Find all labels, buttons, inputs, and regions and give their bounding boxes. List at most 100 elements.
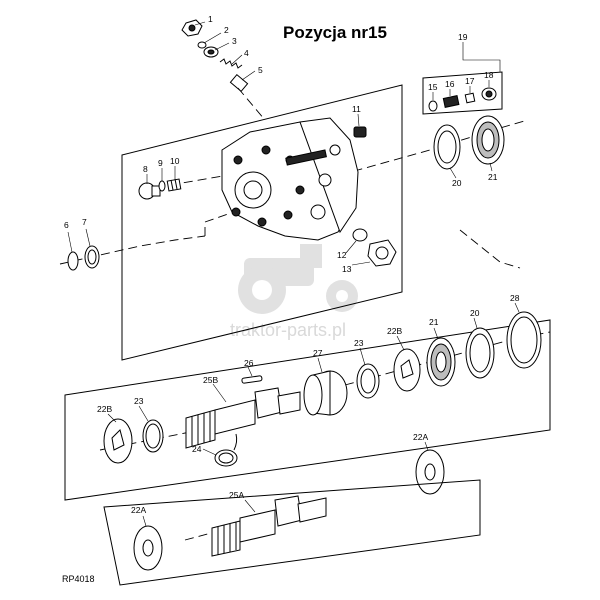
axis-line-step [204, 213, 229, 236]
leader-24 [202, 448, 217, 456]
leader-22b-right [396, 335, 405, 351]
callout-22a-left: 22A [131, 505, 146, 515]
callout-25a: 25A [229, 490, 244, 500]
part-25b-drive-shaft [185, 387, 301, 449]
callout-3: 3 [232, 36, 237, 46]
leader-6 [67, 231, 73, 253]
part-20-bearing-cup-lower [465, 327, 495, 379]
callout-4: 4 [244, 48, 249, 58]
leader-7 [85, 228, 91, 247]
leader-25a [244, 499, 256, 513]
part-21-bearing-cone-lower [426, 337, 456, 387]
watermark-text: traktor-parts.pl [230, 320, 346, 340]
drawing-code: RP4018 [62, 574, 95, 584]
callout-6: 6 [64, 220, 69, 230]
callout-11: 11 [352, 104, 361, 114]
part-13-plug [367, 239, 397, 267]
callout-17: 17 [465, 76, 475, 86]
axis-line-top-valve [237, 87, 266, 121]
part-1-cap-nut [181, 19, 203, 37]
part-8-plug [138, 182, 161, 200]
callout-12: 12 [337, 250, 347, 260]
part-22a-washer-left [133, 525, 163, 571]
watermark-tractor-logo [238, 244, 358, 314]
callout-9: 9 [158, 158, 163, 168]
axis-line-alt-shaft [184, 531, 216, 541]
alt-shaft-panel-frame [103, 479, 481, 586]
callout-7: 7 [82, 217, 87, 227]
part-6-snap-ring [67, 251, 79, 271]
part-28-seal-ring [506, 311, 542, 369]
part-23-ring-right [356, 363, 380, 399]
diagram-title: Pozycja nr15 [283, 23, 387, 42]
part-26-pin [241, 375, 263, 384]
pump-housing [221, 117, 359, 241]
callout-8: 8 [143, 164, 148, 174]
leader-26 [247, 366, 253, 377]
part-22b-thrust-washer-right [393, 348, 421, 392]
leader-1 [194, 21, 206, 26]
callout-27: 27 [313, 348, 323, 358]
callout-21-lower: 21 [429, 317, 439, 327]
leader-19 [462, 42, 501, 72]
part-9-o-ring [158, 180, 166, 192]
part-18-fitting [481, 87, 497, 101]
part-7-seal [84, 245, 100, 269]
part-2-washer [197, 41, 207, 49]
leader-2 [203, 32, 222, 44]
leader-21-upper [489, 162, 493, 172]
callout-22a-right: 22A [413, 432, 428, 442]
callout-22b-left: 22B [97, 404, 112, 414]
leader-23-left [138, 405, 149, 422]
part-16-spring [442, 95, 460, 108]
part-25a-drive-shaft [211, 495, 327, 557]
callout-21-upper: 21 [488, 172, 498, 182]
leader-22a-left [142, 515, 147, 527]
part-10-fitting [166, 178, 182, 192]
leader-27 [317, 357, 323, 373]
axis-line-right [339, 119, 529, 176]
callout-20-upper: 20 [452, 178, 462, 188]
leader-13 [351, 261, 371, 266]
callout-23-right: 23 [354, 338, 364, 348]
part-22b-thrust-washer-left [103, 418, 133, 464]
callout-18: 18 [484, 70, 494, 80]
leader-20-lower [473, 317, 478, 329]
leader-11 [357, 113, 360, 127]
callout-13: 13 [342, 264, 352, 274]
callout-25b: 25B [203, 375, 218, 385]
callout-16: 16 [445, 79, 455, 89]
leader-20-upper [449, 167, 457, 179]
leader-28 [514, 302, 520, 313]
callout-15: 15 [428, 82, 438, 92]
part-15-washer [428, 100, 438, 112]
callout-20-lower: 20 [470, 308, 480, 318]
axis-line-left [59, 235, 206, 265]
callout-1: 1 [208, 14, 213, 24]
seal-kit-box-19 [422, 71, 503, 115]
housing-panel-frame [121, 84, 403, 361]
part-24-o-ring [214, 449, 238, 467]
axis-line-lower-right [459, 229, 521, 269]
leader-12 [345, 240, 357, 254]
assembly-arrow [233, 433, 238, 451]
part-3-fitting [203, 46, 219, 58]
callout-5: 5 [258, 65, 263, 75]
leader-21-lower [433, 327, 439, 340]
part-23-ring-left [142, 419, 164, 453]
callout-2: 2 [224, 25, 229, 35]
leader-25b [212, 383, 227, 403]
callout-19: 19 [458, 32, 468, 42]
part-12-o-ring [352, 228, 368, 242]
part-22a-washer-right [415, 449, 445, 495]
callout-26: 26 [244, 358, 254, 368]
part-21-bearing-cone-upper [471, 115, 505, 165]
part-20-bearing-cup-upper [433, 124, 461, 170]
leader-22b-left [107, 413, 117, 423]
part-17-seat [464, 92, 476, 104]
callout-24: 24 [192, 444, 202, 454]
shaft-panel-frame [64, 319, 551, 501]
callout-28: 28 [510, 293, 520, 303]
leader-4 [231, 54, 243, 65]
